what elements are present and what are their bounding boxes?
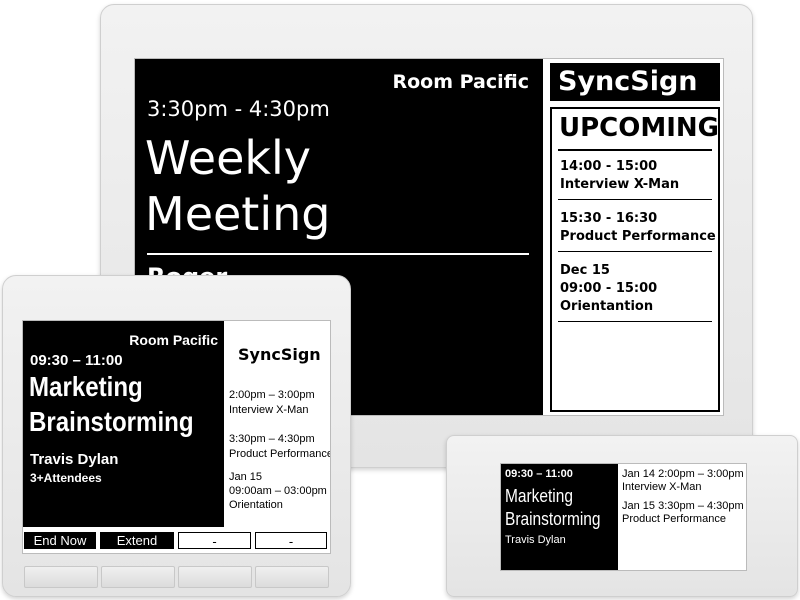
- event-time: 15:30 - 16:30: [560, 211, 658, 226]
- meeting-time: 3:30pm - 4:30pm: [147, 97, 330, 121]
- event-divider: [558, 251, 712, 252]
- hardware-key-4[interactable]: [255, 566, 329, 588]
- brand-banner: SyncSign: [550, 63, 720, 101]
- event-divider: [558, 321, 712, 322]
- small-display-device: 09:30 – 11:00 Marketing Brainstorming Tr…: [446, 435, 798, 597]
- event-title: Product Performance: [560, 229, 716, 244]
- upcoming-panel: UPCOMING 14:00 - 15:00 Interview X-Man 1…: [550, 107, 720, 412]
- current-meeting-panel: 09:30 – 11:00 Marketing Brainstorming Tr…: [501, 464, 618, 570]
- event-title: Interview X-Man: [229, 404, 309, 416]
- empty-button-4[interactable]: -: [255, 532, 327, 549]
- hardware-key-2[interactable]: [101, 566, 175, 588]
- meeting-title-line2: Brainstorming: [505, 509, 601, 529]
- event-title: Interview X-Man: [622, 481, 702, 493]
- organizer-name: Travis Dylan: [505, 534, 566, 546]
- upcoming-divider: [558, 149, 712, 151]
- event-title: Product Performance: [622, 513, 726, 525]
- event-title: Orientantion: [560, 299, 654, 314]
- medium-display-screen: Room Pacific 09:30 – 11:00 Marketing Bra…: [22, 320, 331, 554]
- event-line: Jan 14 2:00pm – 3:00pm: [622, 468, 744, 480]
- meeting-title-line2: Meeting: [145, 187, 331, 241]
- end-now-button[interactable]: End Now: [24, 532, 96, 549]
- room-name: Room Pacific: [392, 71, 529, 93]
- meeting-time: 09:30 – 11:00: [30, 352, 123, 369]
- event-date: Jan 15: [229, 471, 263, 483]
- upcoming-label: UPCOMING: [559, 113, 719, 143]
- event-line: Jan 15 3:30pm – 4:30pm: [622, 500, 744, 512]
- divider: [147, 253, 529, 255]
- hardware-key-3[interactable]: [178, 566, 252, 588]
- meeting-title-line2: Brainstorming: [29, 406, 194, 437]
- meeting-title-line1: Weekly: [145, 131, 312, 185]
- event-title: Orientation: [229, 499, 283, 511]
- event-title: Interview X-Man: [560, 177, 680, 192]
- event-time: 3:30pm – 4:30pm: [229, 433, 315, 445]
- hardware-key-1[interactable]: [24, 566, 98, 588]
- meeting-time: 09:30 – 11:00: [505, 468, 573, 480]
- event-time: 14:00 - 15:00: [560, 159, 658, 174]
- event-date: Dec 15: [560, 263, 610, 278]
- room-name: Room Pacific: [129, 332, 218, 348]
- event-title: Product Performance: [229, 448, 331, 460]
- brand-logo: SyncSign: [238, 345, 321, 364]
- current-meeting-panel: Room Pacific 3:30pm - 4:30pm Weekly Meet…: [135, 59, 543, 415]
- current-meeting-panel: Room Pacific 09:30 – 11:00 Marketing Bra…: [23, 321, 224, 527]
- meeting-title-line1: Marketing: [29, 371, 143, 402]
- event-time: 09:00 - 15:00: [560, 281, 658, 296]
- empty-button-3[interactable]: -: [178, 532, 251, 549]
- organizer-name: Travis Dylan: [30, 451, 119, 468]
- event-divider: [558, 199, 712, 200]
- meeting-title-line1: Marketing: [505, 486, 573, 506]
- attendee-count: 3+Attendees: [30, 471, 102, 485]
- event-time: 09:00am – 03:00pm: [229, 485, 327, 497]
- brand-logo: SyncSign: [558, 66, 698, 97]
- small-display-screen: 09:30 – 11:00 Marketing Brainstorming Tr…: [500, 463, 747, 571]
- extend-button[interactable]: Extend: [100, 532, 174, 549]
- event-time: 2:00pm – 3:00pm: [229, 389, 315, 401]
